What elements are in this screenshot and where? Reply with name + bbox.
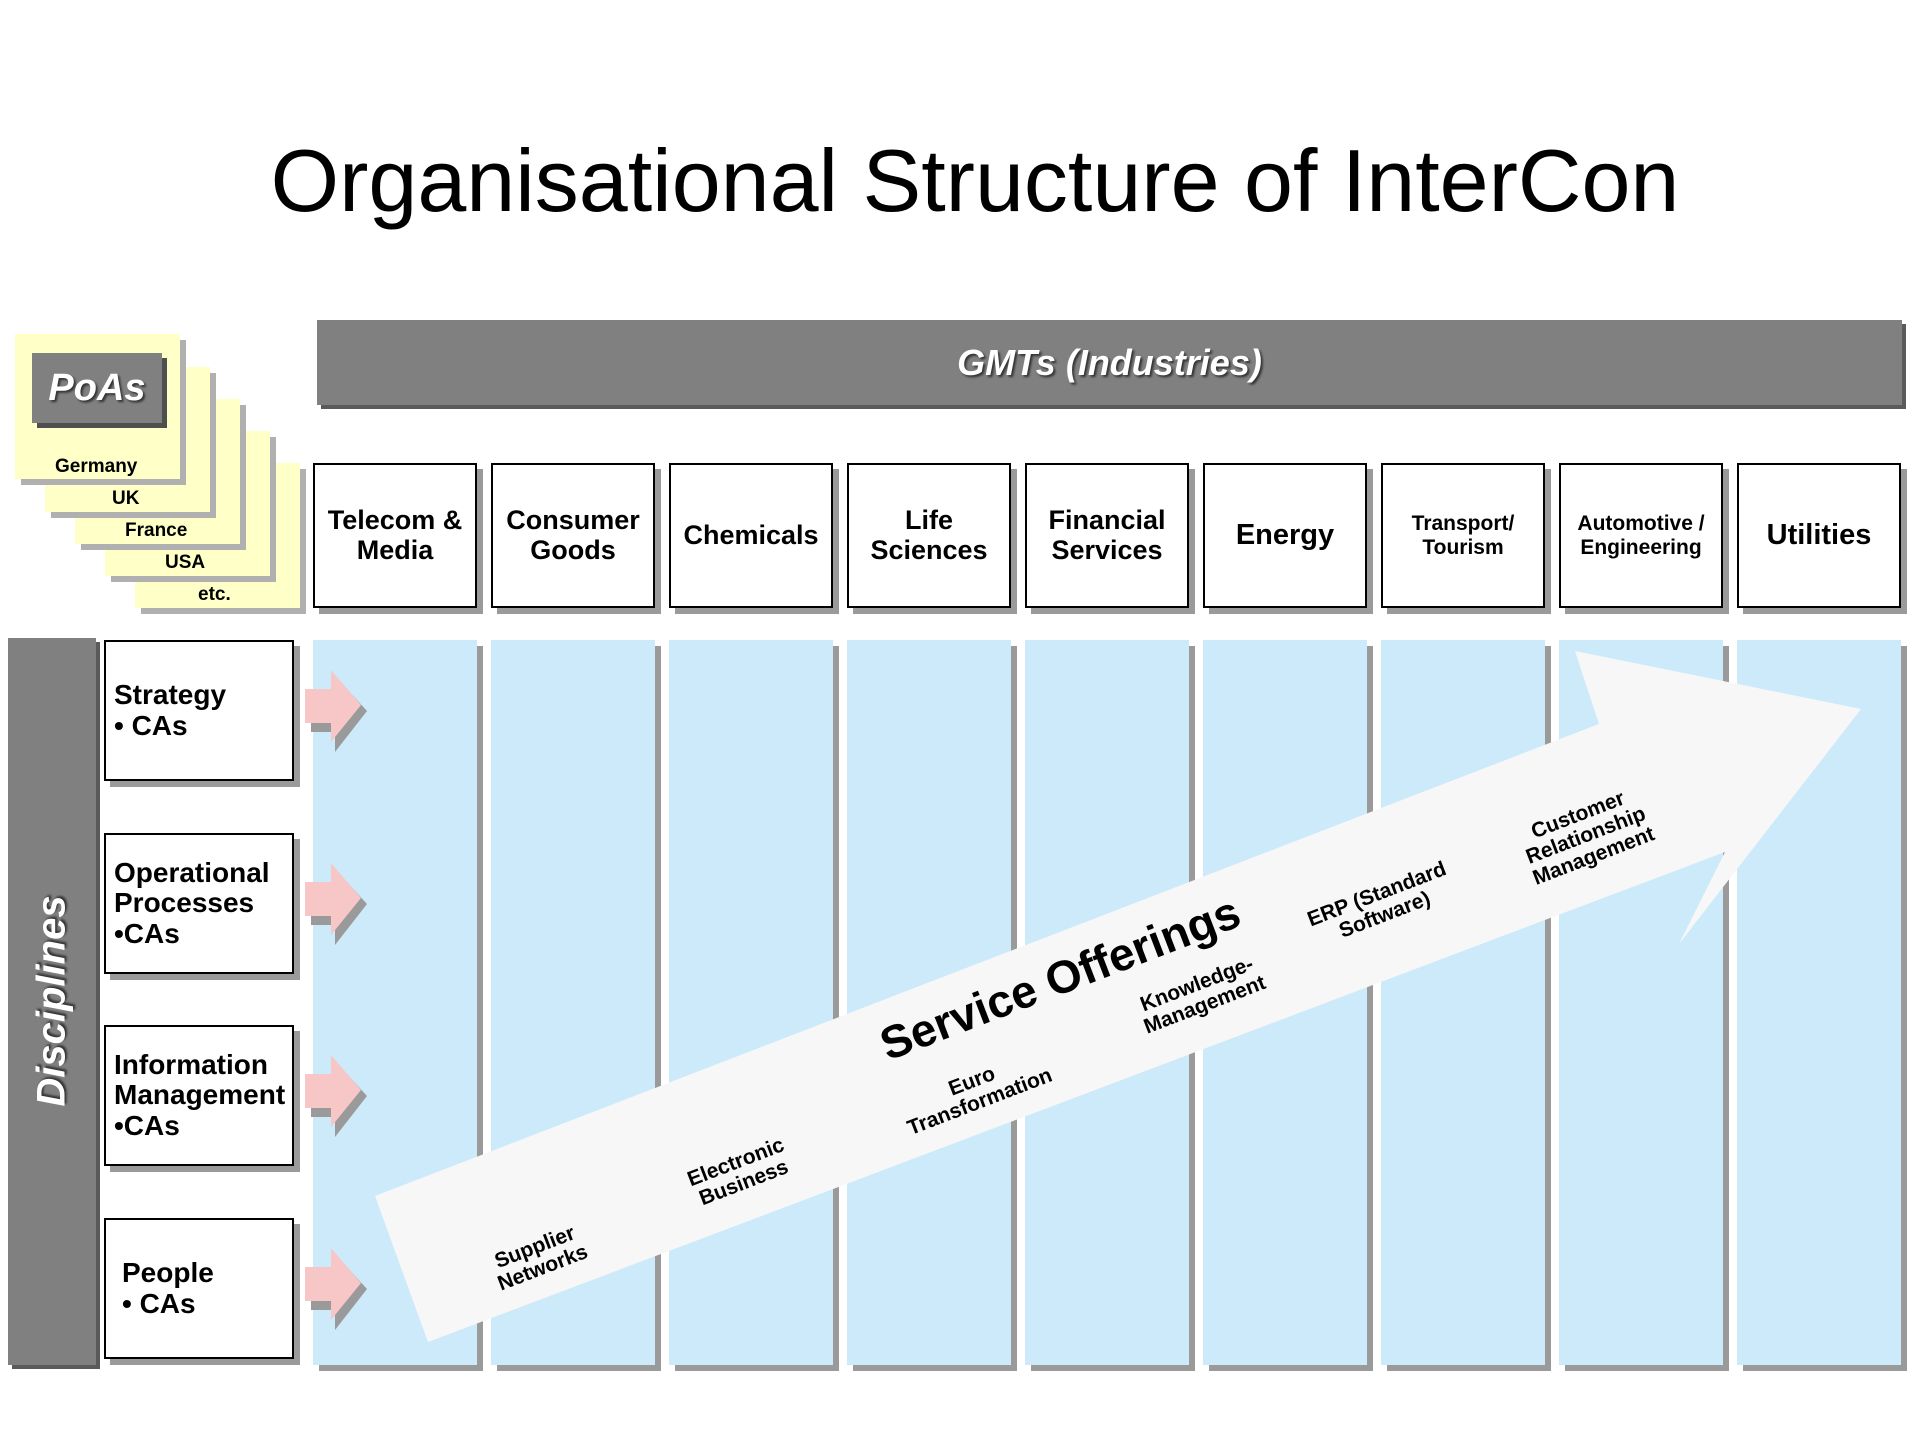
discipline-label: Information — [114, 1049, 268, 1081]
industry-label: Services — [1051, 534, 1163, 565]
industry-box: Telecom &Media — [313, 463, 477, 608]
discipline-label: People — [122, 1257, 214, 1289]
industry-label: Energy — [1235, 518, 1335, 551]
discipline-label: Management — [114, 1079, 286, 1111]
discipline-label: •CAs — [114, 1109, 180, 1141]
industry-box: Chemicals — [669, 463, 833, 608]
discipline-arrow-icon — [305, 1055, 367, 1137]
industry-box: Utilities — [1737, 463, 1901, 608]
industry-box: Energy — [1203, 463, 1367, 608]
industry-label: Media — [356, 534, 434, 565]
poa-country-usa: USA — [165, 552, 206, 573]
gmts-header: GMTs (Industries) — [317, 320, 1902, 405]
industry-label: Telecom & — [327, 504, 463, 535]
discipline-label: Strategy — [114, 679, 227, 711]
disciplines-bar — [8, 638, 96, 1365]
industry-column — [669, 640, 833, 1365]
industry-label: Financial — [1048, 504, 1166, 535]
poa-country-etc: etc. — [198, 584, 231, 605]
page-title: Organisational Structure of InterCon — [270, 131, 1680, 230]
discipline-arrow-icon — [305, 670, 367, 752]
industry-label: Automotive / — [1577, 512, 1705, 536]
industry-box: Automotive /Engineering — [1559, 463, 1723, 608]
industry-label: Goods — [530, 534, 616, 565]
industry-label: Consumer — [506, 504, 640, 535]
poa-country-uk: UK — [112, 488, 140, 509]
industry-label: Engineering — [1580, 535, 1702, 559]
discipline-box: Strategy• CAs — [104, 640, 294, 781]
industry-label: Transport/ — [1411, 512, 1515, 536]
discipline-label: • CAs — [114, 709, 188, 741]
industry-label: Tourism — [1422, 535, 1504, 559]
service-offerings-arrow-shape — [375, 651, 1861, 1342]
poa-heading: PoAs — [32, 353, 162, 423]
discipline-arrow-icon — [305, 863, 367, 945]
poa-country-germany: Germany — [55, 456, 138, 477]
discipline-arrow-icon — [305, 1248, 367, 1330]
discipline-label: • CAs — [122, 1287, 196, 1319]
industry-label: Sciences — [870, 534, 988, 565]
discipline-label: Operational — [114, 857, 270, 889]
industry-label: Life — [904, 504, 953, 535]
industry-label: Utilities — [1766, 518, 1872, 551]
poa-country-france: France — [125, 520, 188, 541]
industry-label: Chemicals — [683, 519, 819, 550]
industry-box: Transport/Tourism — [1381, 463, 1545, 608]
discipline-label: •CAs — [114, 917, 180, 949]
discipline-label: Processes — [114, 887, 255, 919]
discipline-box: People• CAs — [104, 1218, 294, 1359]
